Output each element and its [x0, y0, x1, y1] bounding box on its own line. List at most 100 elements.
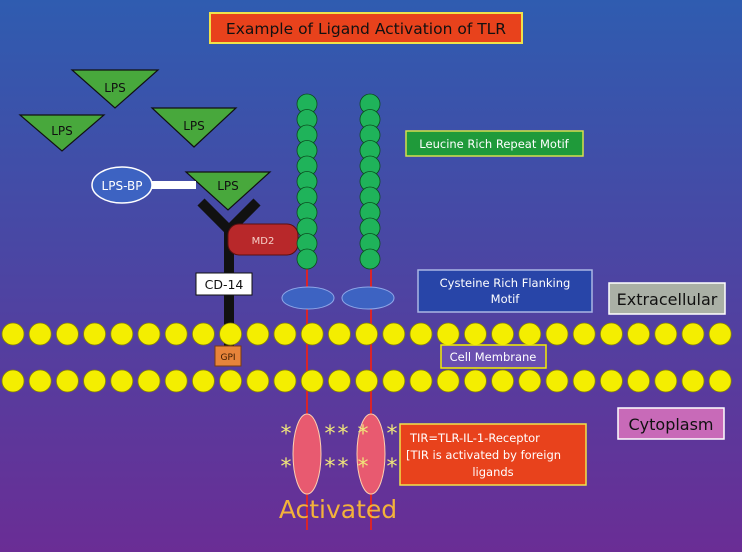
membrane-bead — [491, 322, 515, 346]
membrane-bead — [327, 322, 351, 346]
membrane-bead — [627, 369, 650, 393]
cell-membrane-label-box: Cell Membrane — [440, 344, 547, 369]
membrane-bead — [110, 369, 134, 393]
lps-bound-molecule: LPS — [184, 171, 272, 211]
membrane-layer-inner — [1, 369, 732, 393]
leucine-repeat — [359, 248, 381, 270]
membrane-bead — [355, 369, 379, 393]
membrane-bead — [219, 369, 243, 393]
cd14-label: CD-14 — [205, 277, 244, 292]
membrane-bead — [708, 322, 732, 346]
cytoplasm-label-box: Cytoplasm — [617, 407, 725, 440]
activation-star: * — [358, 455, 369, 480]
cell-membrane-label: Cell Membrane — [450, 350, 537, 364]
tir-label-line1: TIR=TLR-IL-1-Receptor — [409, 431, 540, 445]
tir-label-box: TIR=TLR-IL-1-Receptor [TIR is activated … — [399, 423, 587, 486]
membrane-bead — [572, 322, 596, 346]
activation-star: * — [325, 422, 336, 447]
membrane-bead — [273, 369, 297, 393]
activation-star: * — [358, 422, 369, 447]
cysteine-rich-domain — [281, 286, 335, 310]
membrane-bead — [246, 369, 270, 393]
membrane-bead — [83, 322, 106, 346]
membrane-bead — [382, 369, 406, 393]
lps-bp-link — [150, 181, 196, 189]
md2-protein: MD2 — [227, 223, 299, 256]
membrane-bead — [708, 369, 732, 393]
membrane-bead — [28, 369, 52, 393]
cysteine-label-line2: Motif — [491, 292, 521, 306]
leucine-repeat — [296, 248, 318, 270]
tir-domain — [356, 413, 386, 495]
membrane-bead — [627, 322, 650, 346]
membrane-bead — [300, 322, 324, 346]
membrane-layer-outer — [1, 322, 732, 346]
membrane-bead — [409, 369, 433, 393]
activation-star: * — [325, 455, 336, 480]
membrane-bead — [681, 369, 705, 393]
activation-star: * — [281, 422, 292, 447]
activation-marks: ********** — [281, 422, 398, 480]
membrane-bead — [382, 322, 406, 346]
membrane-bead — [518, 322, 542, 346]
membrane-bead — [219, 322, 243, 346]
extracellular-label-box: Extracellular — [608, 282, 726, 315]
lps-molecule: LPS — [70, 69, 160, 109]
membrane-bead — [654, 369, 678, 393]
membrane-bead — [300, 369, 324, 393]
svg-text:MD2: MD2 — [252, 236, 275, 247]
activation-star: * — [338, 455, 349, 480]
membrane-bead — [545, 369, 569, 393]
tir-label-line2: [TIR is activated by foreign — [406, 448, 561, 462]
membrane-bead — [681, 322, 705, 346]
membrane-bead — [436, 322, 460, 346]
membrane-bead — [518, 369, 542, 393]
membrane-bead — [191, 369, 215, 393]
leucine-label: Leucine Rich Repeat Motif — [419, 137, 569, 151]
svg-text:LPS: LPS — [104, 81, 126, 95]
cytoplasm-label: Cytoplasm — [628, 415, 713, 434]
membrane-bead — [572, 369, 596, 393]
membrane-bead — [164, 322, 188, 346]
membrane-bead — [409, 322, 433, 346]
activation-star: * — [387, 422, 398, 447]
membrane-bead — [164, 369, 188, 393]
membrane-bead — [137, 369, 161, 393]
membrane-bead — [83, 369, 106, 393]
leucine-rich-repeat-stack — [359, 93, 381, 270]
cysteine-label-line1: Cysteine Rich Flanking — [440, 276, 571, 290]
svg-text:LPS: LPS — [51, 124, 73, 138]
extracellular-label: Extracellular — [617, 290, 718, 309]
membrane-bead — [654, 322, 678, 346]
svg-text:LPS: LPS — [217, 179, 239, 193]
membrane-bead — [545, 322, 569, 346]
membrane-bead — [491, 369, 515, 393]
lps-bp: LPS-BP — [91, 166, 153, 204]
svg-text:GPI: GPI — [220, 353, 235, 363]
membrane-bead — [110, 322, 134, 346]
membrane-bead — [600, 369, 623, 393]
cysteine-rich-domain — [341, 286, 395, 310]
tir-label-line3: ligands — [472, 465, 513, 479]
cysteine-label-box: Cysteine Rich Flanking Motif — [417, 269, 593, 313]
membrane-bead — [600, 322, 623, 346]
leucine-rich-repeat-stack — [296, 93, 318, 270]
lps-molecule: LPS — [18, 114, 106, 152]
membrane-bead — [137, 322, 161, 346]
gpi-anchor: GPI — [214, 345, 242, 367]
membrane-bead — [1, 369, 25, 393]
svg-text:LPS-BP: LPS-BP — [102, 179, 143, 193]
membrane-bead — [463, 322, 487, 346]
membrane-bead — [355, 322, 379, 346]
activation-star: * — [387, 455, 398, 480]
title-box: Example of Ligand Activation of TLR — [209, 12, 523, 44]
tir-domain — [292, 413, 322, 495]
membrane-bead — [56, 322, 79, 346]
membrane-bead — [56, 369, 79, 393]
membrane-bead — [1, 322, 25, 346]
membrane-bead — [191, 322, 215, 346]
svg-text:LPS: LPS — [183, 119, 205, 133]
cd14-label-box: CD-14 — [195, 272, 253, 296]
